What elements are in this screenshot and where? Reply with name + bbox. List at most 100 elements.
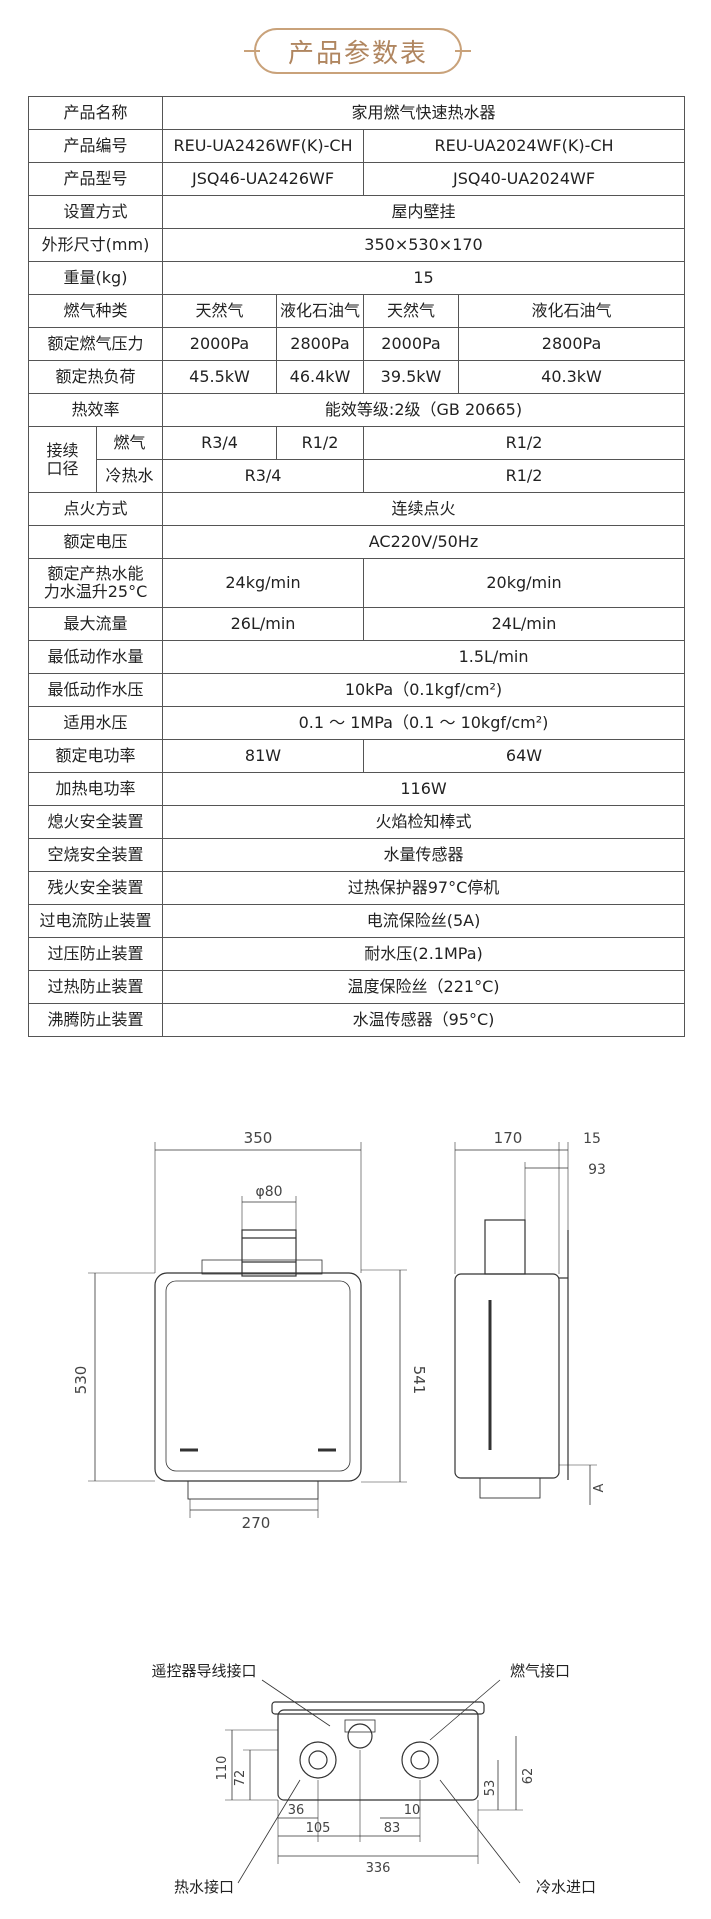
row-overheat: 过热防止装置 温度保险丝（221°C) — [27, 970, 686, 1004]
dim-bottom: 270 — [242, 1514, 271, 1532]
row-heatpower: 加热电功率 116W — [27, 772, 686, 806]
value-heatload-4: 40.3kW — [458, 360, 686, 394]
side-flue — [484, 1219, 526, 1275]
label-waterpress: 适用水压 — [27, 706, 164, 740]
row-minpress: 最低动作水压 10kPa（0.1kgf/cm²) — [27, 673, 686, 707]
value-power-b: 64W — [363, 739, 686, 773]
label-connect: 接续口径 — [28, 426, 97, 493]
value-waterpress: 0.1 ～ 1MPa（0.1 ～ 10kgf/cm²) — [162, 706, 686, 740]
label-install: 设置方式 — [27, 195, 164, 229]
row-power: 额定电功率 81W 64W — [27, 739, 686, 773]
row-code: 产品编号 REU-UA2426WF(K)-CH REU-UA2024WF(K)-… — [27, 129, 686, 163]
dimension-drawing-bottom: 遥控器导线接口 燃气接口 热水接口 冷水进口 110 72 36 10 105 … — [151, 1662, 596, 1896]
value-ignition: 连续点火 — [162, 492, 686, 526]
value-gas-4: 液化石油气 — [458, 294, 686, 328]
row-ignition: 点火方式 连续点火 — [27, 492, 686, 526]
value-install: 屋内壁挂 — [162, 195, 686, 229]
spec-table: 产品名称 家用燃气快速热水器 产品编号 REU-UA2426WF(K)-CH R… — [27, 96, 686, 1037]
title-line-left — [244, 50, 260, 52]
dim-72: 72 — [233, 1770, 248, 1787]
value-overcurrent: 电流保险丝(5A) — [162, 904, 686, 938]
row-gas-pressure: 额定燃气压力 2000Pa 2800Pa 2000Pa 2800Pa — [27, 327, 686, 361]
dim-110: 110 — [215, 1756, 230, 1781]
row-weight: 重量(kg) 15 — [27, 261, 686, 295]
label-weight: 重量(kg) — [27, 261, 164, 295]
value-voltage: AC220V/50Hz — [162, 525, 686, 559]
label-heatpower: 加热电功率 — [27, 772, 164, 806]
row-dryburn: 空烧安全装置 水量传感器 — [27, 838, 686, 872]
label-gas-pressure: 额定燃气压力 — [27, 327, 164, 361]
value-pressure-1: 2000Pa — [162, 327, 278, 361]
dim-10: 10 — [404, 1803, 421, 1818]
value-gas-2: 液化石油气 — [276, 294, 365, 328]
value-gas-1: 天然气 — [162, 294, 278, 328]
row-capacity: 额定产热水能力水温升25°C 24kg/min 20kg/min — [27, 558, 686, 608]
dim-105: 105 — [306, 1821, 331, 1836]
label-maxflow: 最大流量 — [27, 607, 164, 641]
value-minpress: 10kPa（0.1kgf/cm²) — [162, 673, 686, 707]
dim-depth: 170 — [494, 1129, 523, 1147]
value-heatload-3: 39.5kW — [363, 360, 460, 394]
dim-width: 350 — [244, 1129, 273, 1147]
value-power-a: 81W — [162, 739, 365, 773]
value-flameout: 火焰检知棒式 — [162, 805, 686, 839]
dim-83: 83 — [384, 1821, 401, 1836]
label-power: 额定电功率 — [27, 739, 164, 773]
label-efficiency: 热效率 — [27, 393, 164, 427]
row-overcurrent: 过电流防止装置 电流保险丝(5A) — [27, 904, 686, 938]
value-residual: 过热保护器97°C停机 — [162, 871, 686, 905]
dim-15: 15 — [583, 1131, 601, 1147]
value-pressure-4: 2800Pa — [458, 327, 686, 361]
value-overpress: 耐水压(2.1MPa) — [162, 937, 686, 971]
value-code-b: REU-UA2024WF(K)-CH — [363, 129, 686, 163]
flue-pipe — [241, 1229, 297, 1277]
label-connect-gas: 燃气 — [95, 426, 164, 460]
cold-water-fitting — [401, 1741, 439, 1779]
value-pressure-3: 2000Pa — [363, 327, 460, 361]
label-remote-port: 遥控器导线接口 — [151, 1662, 256, 1680]
label-dryburn: 空烧安全装置 — [27, 838, 164, 872]
value-model-b: JSQ40-UA2024WF — [363, 162, 686, 196]
row-waterpress: 适用水压 0.1 ～ 1MPa（0.1 ～ 10kgf/cm²) — [27, 706, 686, 740]
title-line-right — [455, 50, 471, 52]
dim-336: 336 — [366, 1861, 391, 1876]
label-overcurrent: 过电流防止装置 — [27, 904, 164, 938]
gas-fitting — [347, 1723, 373, 1749]
row-model: 产品型号 JSQ46-UA2426WF JSQ40-UA2024WF — [27, 162, 686, 196]
value-heatload-2: 46.4kW — [276, 360, 365, 394]
label-heatload: 额定热负荷 — [27, 360, 164, 394]
row-voltage: 额定电压 AC220V/50Hz — [27, 525, 686, 559]
row-boiling: 沸腾防止装置 水温传感器（95°C) — [27, 1003, 686, 1037]
dim-93: 93 — [588, 1162, 606, 1178]
label-boiling: 沸腾防止装置 — [27, 1003, 164, 1037]
dim-53: 53 — [483, 1780, 498, 1797]
value-gas-3: 天然气 — [363, 294, 460, 328]
value-name: 家用燃气快速热水器 — [162, 96, 686, 130]
value-maxflow-b: 24L/min — [363, 607, 686, 641]
value-size: 350×530×170 — [162, 228, 686, 262]
row-maxflow: 最大流量 26L/min 24L/min — [27, 607, 686, 641]
row-connect-water: 冷热水 R3/4 R1/2 — [29, 459, 686, 493]
label-gas-type: 燃气种类 — [27, 294, 164, 328]
value-code-a: REU-UA2426WF(K)-CH — [162, 129, 365, 163]
dim-height: 530 — [72, 1366, 90, 1395]
label-flameout: 熄火安全装置 — [27, 805, 164, 839]
dim-62: 62 — [521, 1768, 536, 1785]
dim-height2: 541 — [410, 1366, 428, 1395]
label-name: 产品名称 — [27, 96, 164, 130]
label-minflow: 最低动作水量 — [27, 640, 164, 674]
row-residual: 残火安全装置 过热保护器97°C停机 — [27, 871, 686, 905]
value-connect-water-a: R3/4 — [162, 459, 365, 493]
hot-water-fitting — [299, 1741, 337, 1779]
value-minflow: 1.5L/min — [162, 640, 686, 674]
value-connect-gas-3: R1/2 — [363, 426, 686, 460]
label-overheat: 过热防止装置 — [27, 970, 164, 1004]
row-minflow: 最低动作水量 1.5L/min — [27, 640, 686, 674]
label-gas-port: 燃气接口 — [510, 1662, 570, 1680]
value-maxflow-a: 26L/min — [162, 607, 365, 641]
title-section: 产品参数表 — [0, 0, 711, 104]
row-connect-gas: 接续口径 燃气 R3/4 R1/2 R1/2 — [28, 426, 686, 493]
value-capacity-b: 20kg/min — [363, 558, 686, 608]
label-residual: 残火安全装置 — [27, 871, 164, 905]
label-connect-water: 冷热水 — [95, 459, 164, 493]
